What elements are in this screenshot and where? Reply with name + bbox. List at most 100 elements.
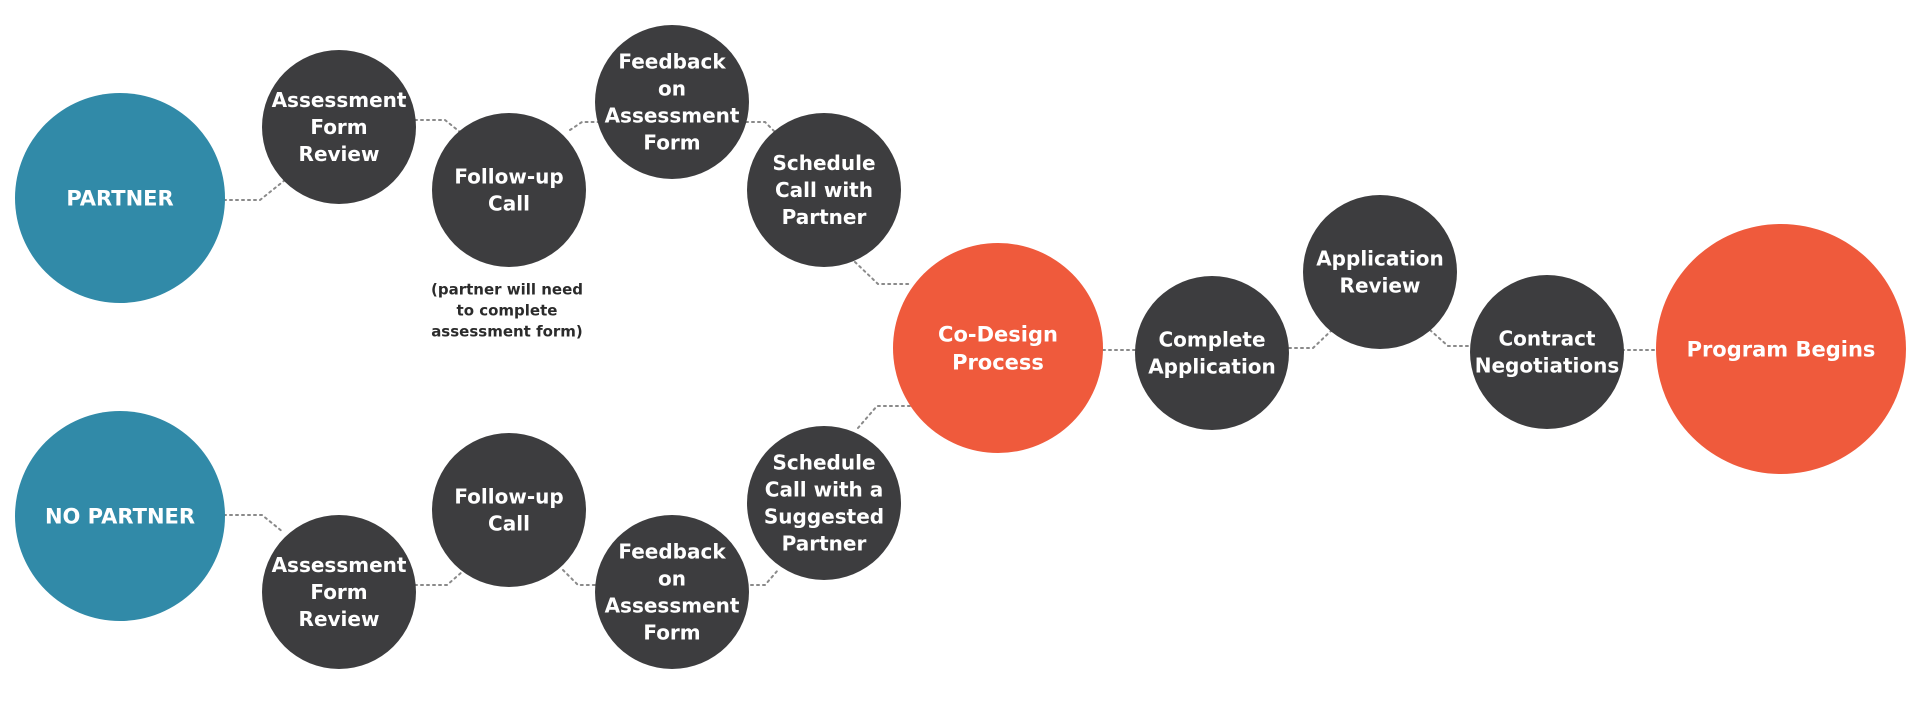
label-line-1: Program Begins (1687, 338, 1876, 362)
connector-nopartner-to-review-bottom (223, 514, 284, 533)
program-begins-node[interactable]: Program Begins (1656, 224, 1906, 474)
program-begins-circle (1656, 224, 1906, 474)
partner-start-label: PARTNER (66, 187, 173, 211)
label-line-1: Schedule (772, 151, 875, 175)
connector-feedback-top-to-schedule-top (739, 121, 776, 133)
no-partner-assessment-review-circle (262, 515, 416, 669)
connectors (223, 119, 1657, 586)
program-begins-label: Program Begins (1687, 338, 1876, 362)
connector-review-bottom-to-followup-bottom (414, 571, 463, 586)
label-line-2: Call (488, 192, 530, 216)
label-line-1: Complete (1158, 328, 1265, 352)
label-line-1: Assessment (272, 88, 407, 112)
note-line-3: assessment form) (431, 322, 583, 340)
label-line-3: Partner (782, 205, 867, 229)
label-line-2: Negotiations (1475, 354, 1620, 378)
label-line-2: Application (1148, 355, 1276, 379)
label-line-2: Call with (775, 178, 873, 202)
co-design-circle (893, 243, 1103, 453)
connector-followup-bottom-to-feedback-bottom (562, 569, 603, 586)
contract-negotiations-circle (1470, 275, 1624, 429)
label-line-4: Form (643, 131, 700, 155)
partner-start-node[interactable]: PARTNER (15, 93, 225, 303)
label-line-1: Co-Design (938, 322, 1058, 346)
connector-schedule-top-to-codesign (854, 261, 913, 285)
label-line-1: Contract (1499, 327, 1596, 351)
label-line-2: Form (310, 580, 367, 604)
label-line-3: Suggested (764, 505, 884, 529)
label-line-3: Assessment (605, 104, 740, 128)
note-line-2: to complete (457, 301, 558, 319)
connector-complete-to-review (1288, 329, 1333, 349)
partner-follow-up-circle (432, 113, 586, 267)
connector-followup-top-to-feedback-top (569, 121, 611, 131)
partner-follow-up-note: (partner will need to complete assessment … (431, 280, 583, 340)
label-line-2: Call (488, 512, 530, 536)
no-partner-start-node[interactable]: NO PARTNER (15, 411, 225, 621)
label-line-1: Assessment (272, 553, 407, 577)
no-partner-schedule-call-circle (747, 426, 901, 580)
label-line-3: Review (299, 607, 380, 631)
label-line-1: Schedule (772, 451, 875, 475)
label-line-2: Review (1340, 274, 1421, 298)
connector-review-top-to-followup-top (414, 119, 461, 133)
no-partner-start-circle (15, 411, 225, 621)
label-line-4: Partner (782, 532, 867, 556)
partner-schedule-call-circle (747, 113, 901, 267)
label-line-1: PARTNER (66, 187, 173, 211)
no-partner-follow-up-circle (432, 433, 586, 587)
connector-schedule-bottom-to-codesign (857, 405, 913, 429)
no-partner-start-label: NO PARTNER (45, 505, 195, 529)
partner-feedback-circle (595, 25, 749, 179)
label-line-2: Call with a (765, 478, 883, 502)
label-line-2: Process (952, 351, 1044, 375)
label-line-2: on (658, 567, 686, 591)
note-line-1: (partner will need (431, 280, 583, 298)
label-line-3: Assessment (605, 594, 740, 618)
label-line-1: Application (1316, 247, 1444, 271)
label-line-2: on (658, 77, 686, 101)
partner-start-circle (15, 93, 225, 303)
label-line-1: NO PARTNER (45, 505, 195, 529)
label-line-1: Follow-up (454, 165, 563, 189)
label-line-1: Feedback (618, 50, 726, 74)
application-review-circle (1303, 195, 1457, 349)
no-partner-feedback-circle (595, 515, 749, 669)
connector-feedback-bottom-to-schedule-bottom (744, 569, 779, 586)
label-line-1: Follow-up (454, 485, 563, 509)
complete-application-circle (1135, 276, 1289, 430)
label-line-4: Form (643, 621, 700, 645)
connector-partner-to-review-top (223, 179, 286, 201)
label-line-3: Review (299, 142, 380, 166)
partner-assessment-review-circle (262, 50, 416, 204)
connector-review-to-contract (1429, 329, 1475, 347)
label-line-1: Feedback (618, 540, 726, 564)
label-line-2: Form (310, 115, 367, 139)
